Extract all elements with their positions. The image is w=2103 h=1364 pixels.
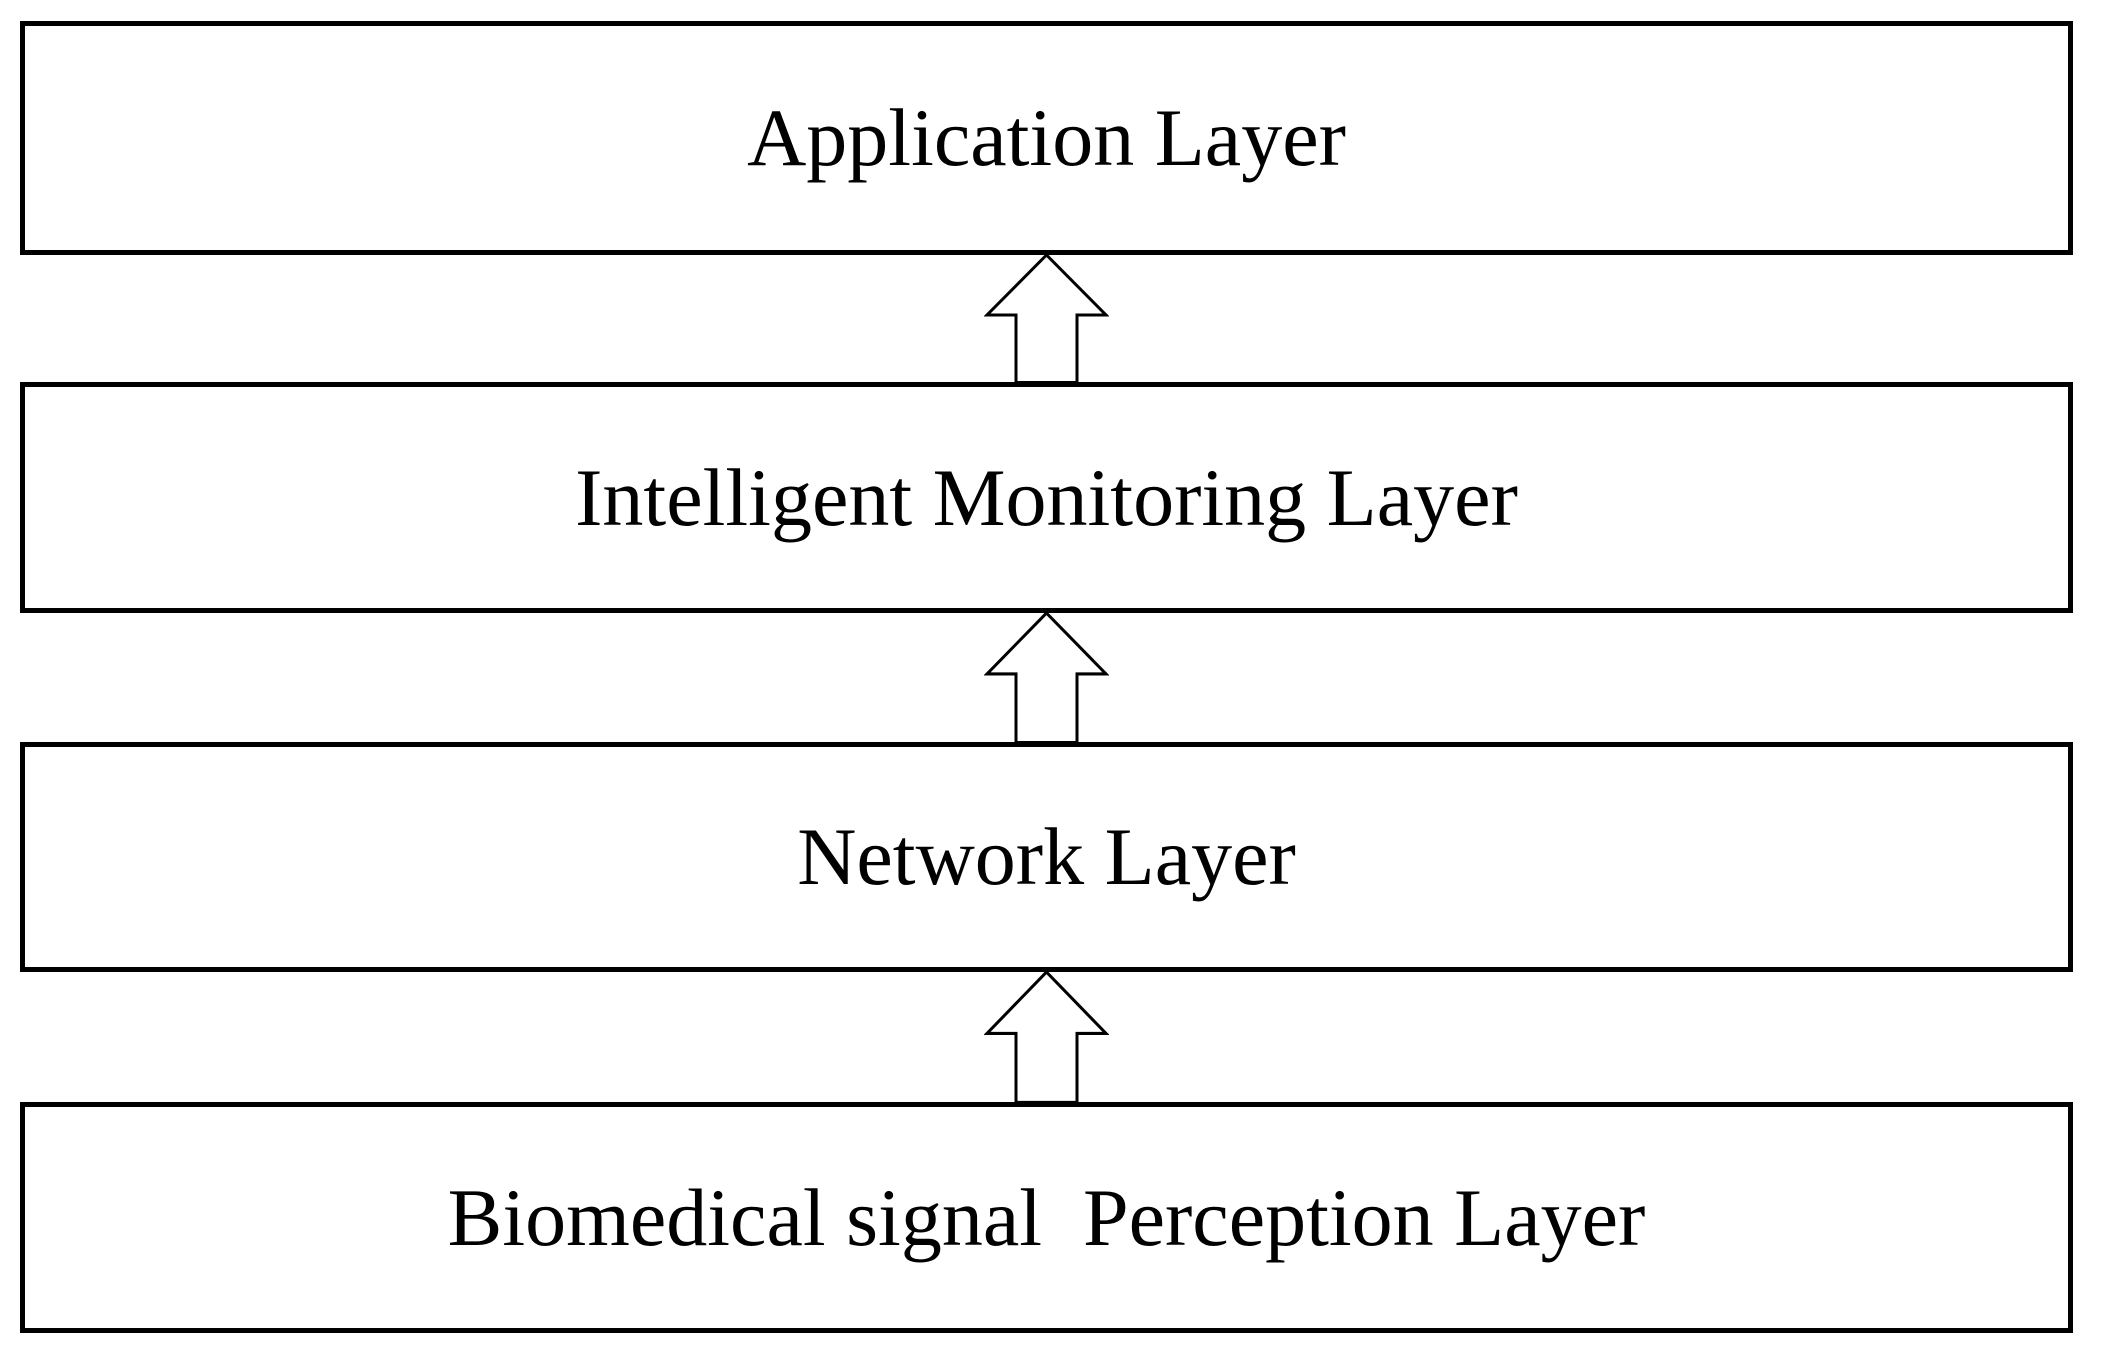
layer-box-intelligent-monitoring: Intelligent Monitoring Layer: [20, 382, 2073, 613]
layer-box-network: Network Layer: [20, 742, 2073, 972]
layer-label-intelligent-monitoring: Intelligent Monitoring Layer: [575, 451, 1518, 543]
up-arrow-icon: [984, 611, 1109, 744]
layer-box-biomedical-perception: Biomedical signal Perception Layer: [20, 1102, 2073, 1333]
layer-label-application: Application Layer: [747, 92, 1346, 183]
layer-label-biomedical-perception: Biomedical signal Perception Layer: [447, 1171, 1646, 1263]
layer-box-application: Application Layer: [20, 21, 2073, 255]
up-arrow-icon: [984, 253, 1109, 384]
layer-label-network: Network Layer: [797, 811, 1296, 902]
up-arrow-icon: [984, 970, 1109, 1104]
